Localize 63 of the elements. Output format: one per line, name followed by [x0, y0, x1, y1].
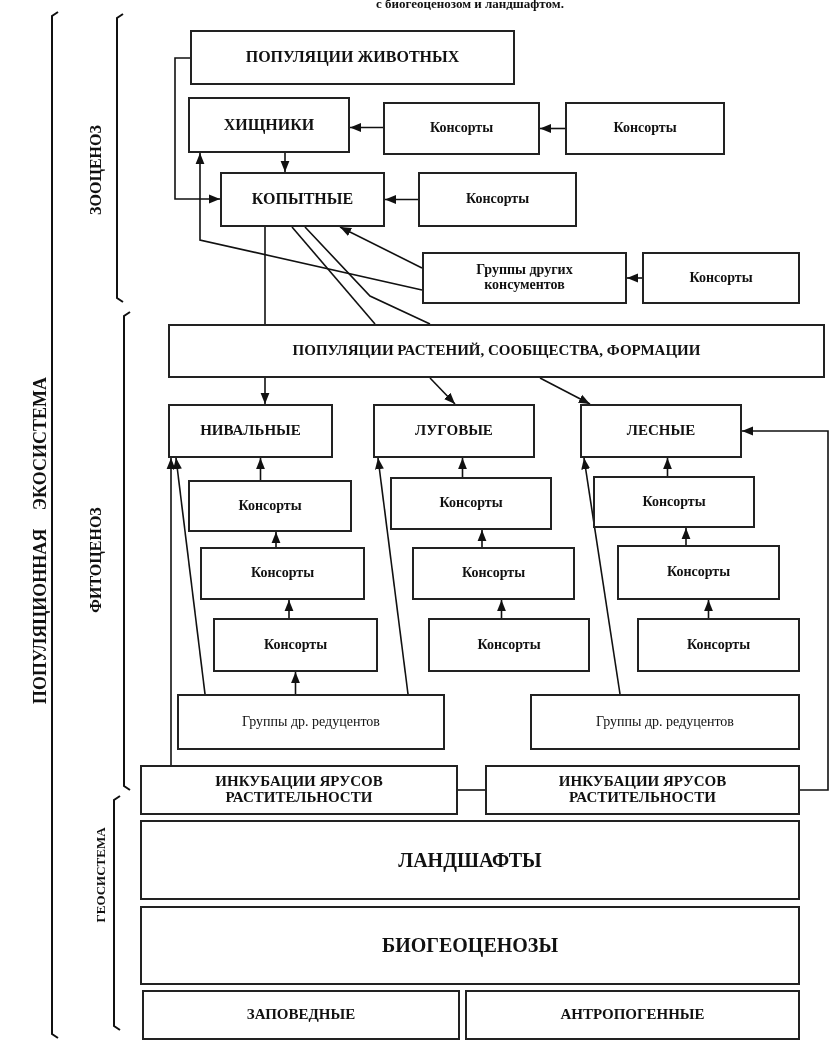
process-box: Консорты: [188, 480, 352, 532]
layer-box: ИНКУБАЦИИ ЯРУСОВ РАСТИТЕЛЬНОСТИ: [140, 765, 458, 815]
process-box: Консорты: [617, 545, 780, 600]
connector-line: [264, 226, 266, 325]
level-box: БИОГЕОЦЕНОЗЫ: [140, 906, 800, 985]
process-box: ЛЕСНЫЕ: [580, 404, 742, 458]
arrow: [581, 457, 621, 695]
arrow: [174, 57, 221, 204]
process-box: ХИЩНИКИ: [188, 97, 350, 153]
arrow: [339, 226, 423, 269]
process-box: Консорты: [637, 618, 800, 672]
arrow: [260, 377, 270, 405]
arrow: [539, 377, 591, 405]
arrow: [704, 599, 713, 619]
arrow: [349, 123, 384, 132]
section-label: ЗООЦЕНОЗ: [86, 125, 105, 215]
arrow: [291, 671, 300, 695]
arrow: [741, 426, 829, 791]
arrow: [256, 457, 265, 481]
arrow: [195, 152, 423, 291]
arrow: [497, 599, 506, 619]
section-label: ГЕОСИСТЕМА: [92, 827, 109, 923]
arrow: [458, 457, 467, 478]
arrow: [374, 457, 409, 695]
population-box: ПОПУЛЯЦИИ РАСТЕНИЙ, СООБЩЕСТВА, ФОРМАЦИИ: [168, 324, 825, 378]
process-box: Консорты: [642, 252, 800, 304]
arrow: [284, 599, 294, 619]
process-box: Консорты: [213, 618, 378, 672]
process-box: НИВАЛЬНЫЕ: [168, 404, 333, 458]
connector-line: [291, 226, 376, 325]
population-box: ПОПУЛЯЦИИ ЖИВОТНЫХ: [190, 30, 515, 85]
process-box: Консорты: [428, 618, 590, 672]
process-box: Консорты: [383, 102, 540, 155]
process-box: Группы др. редуцентов: [177, 694, 445, 750]
arrow: [477, 529, 487, 548]
level-box: ЛАНДШАФТЫ: [140, 820, 800, 900]
section-label: ФИТОЦЕНОЗ: [86, 507, 105, 613]
category-box: АНТРОПОГЕННЫЕ: [465, 990, 800, 1040]
arrow: [384, 195, 419, 204]
section-label: ПОПУЛЯЦИОННАЯ ЭКОСИСТЕМА: [29, 376, 51, 704]
arrow: [172, 457, 206, 695]
process-box: Группы др. редуцентов: [530, 694, 800, 750]
process-box: Консорты: [565, 102, 725, 155]
arrow: [166, 457, 176, 766]
arrow: [626, 273, 643, 283]
arrow: [429, 377, 456, 405]
process-box: КОПЫТНЫЕ: [220, 172, 385, 227]
arrow: [271, 531, 281, 548]
process-box: Консорты: [200, 547, 365, 600]
process-box: Консорты: [418, 172, 577, 227]
process-box: Консорты: [412, 547, 575, 600]
process-box: ЛУГОВЫЕ: [373, 404, 535, 458]
arrow: [663, 457, 672, 477]
connector-line: [457, 789, 486, 791]
arrow: [681, 527, 691, 546]
category-box: ЗАПОВЕДНЫЕ: [142, 990, 460, 1040]
layer-box: ИНКУБАЦИИ ЯРУСОВ РАСТИТЕЛЬНОСТИ: [485, 765, 800, 815]
arrow: [539, 124, 566, 133]
process-box: Консорты: [390, 477, 552, 530]
process-box: Группы других консументов: [422, 252, 627, 304]
connector-line: [304, 226, 431, 325]
process-box: Консорты: [593, 476, 755, 528]
arrow: [280, 152, 290, 173]
